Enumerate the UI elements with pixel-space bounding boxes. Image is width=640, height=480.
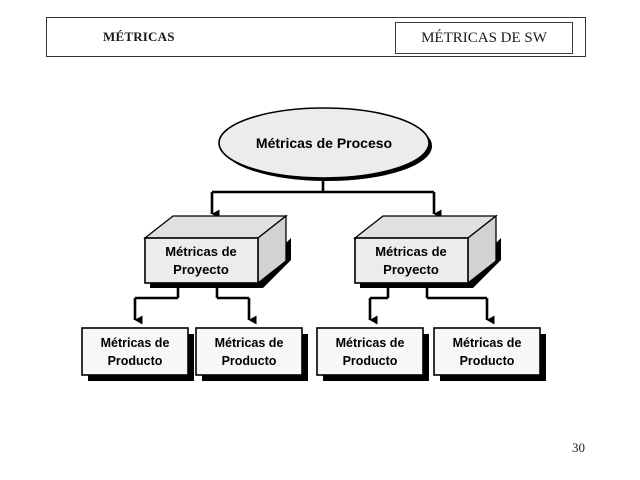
node-project-metrics-right-label-line1: Métricas de (375, 244, 447, 259)
node-product-metrics-3-body (316, 327, 424, 376)
node-product-metrics-2-label-line2: Producto (222, 354, 277, 368)
page-number: 30 (572, 440, 585, 455)
node-process-metrics-body (218, 107, 430, 179)
node-project-metrics-right-label-line2: Proyecto (383, 262, 439, 277)
node-product-metrics-4[interactable]: Métricas de Producto (433, 327, 546, 381)
node-project-metrics-left-label-line2: Proyecto (173, 262, 229, 277)
node-process-metrics[interactable]: Métricas de Proceso (218, 107, 432, 181)
node-product-metrics-1-label-line1: Métricas de (101, 336, 170, 350)
node-product-metrics-4-label-line1: Métricas de (453, 336, 522, 350)
node-product-metrics-4-label-line2: Producto (460, 354, 515, 368)
node-product-metrics-1[interactable]: Métricas de Producto (81, 327, 194, 381)
header-chip-label: MÉTRICAS DE SW (421, 29, 547, 46)
node-project-metrics-left[interactable]: Métricas de Proyecto (143, 214, 291, 288)
node-product-metrics-4-body (433, 327, 541, 376)
node-product-metrics-2-body (195, 327, 303, 376)
connector-left-project-to-products (133, 283, 257, 325)
node-project-metrics-right-front-face (354, 237, 469, 284)
node-project-metrics-left-label-line1: Métricas de (165, 244, 237, 259)
node-product-metrics-3-label-line1: Métricas de (336, 336, 405, 350)
header-chip: MÉTRICAS DE SW (395, 22, 573, 54)
connector-right-project-to-products (368, 283, 495, 325)
header-banner: MÉTRICAS MÉTRICAS DE SW (46, 17, 586, 57)
node-project-metrics-left-front-face (144, 237, 259, 284)
node-product-metrics-1-body (81, 327, 189, 376)
node-product-metrics-3-label-line2: Producto (343, 354, 398, 368)
node-project-metrics-right[interactable]: Métricas de Proyecto (353, 214, 501, 288)
node-product-metrics-3[interactable]: Métricas de Producto (316, 327, 429, 381)
node-process-metrics-label: Métricas de Proceso (256, 135, 392, 151)
node-product-metrics-1-label-line2: Producto (108, 354, 163, 368)
node-product-metrics-2[interactable]: Métricas de Producto (195, 327, 308, 381)
page-title: MÉTRICAS (103, 29, 175, 44)
node-product-metrics-2-label-line1: Métricas de (215, 336, 284, 350)
